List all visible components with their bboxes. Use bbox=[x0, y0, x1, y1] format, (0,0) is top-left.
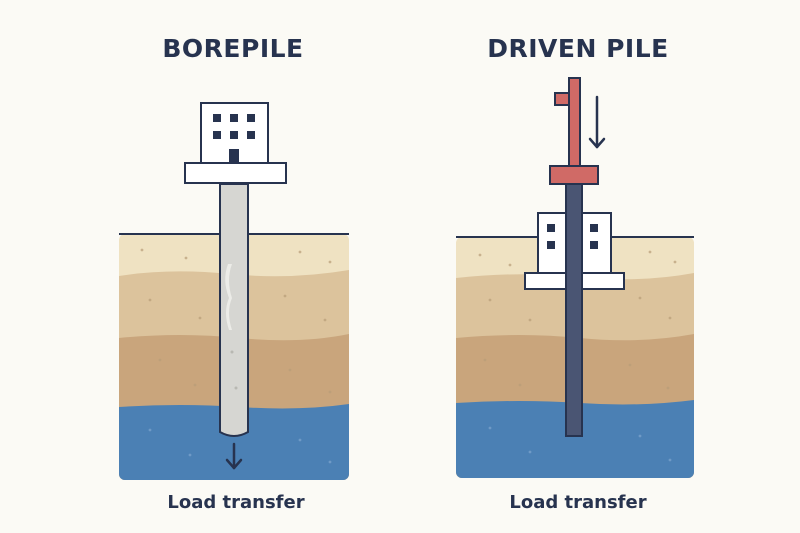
water-speckles bbox=[148, 428, 332, 464]
water-speckles bbox=[488, 426, 672, 462]
groundwater-layer bbox=[119, 404, 349, 480]
soil-speckles bbox=[478, 250, 677, 390]
driven-pile-title: DRIVEN PILE bbox=[487, 34, 669, 63]
borepile-title: BOREPILE bbox=[162, 34, 303, 63]
bored-concrete-pile bbox=[219, 183, 249, 437]
pile-cap-left bbox=[184, 162, 287, 184]
driven-steel-pile bbox=[565, 183, 583, 437]
borepile-panel: BOREPILE bbox=[119, 34, 349, 513]
down-arrow-icon bbox=[225, 442, 243, 470]
groundwater-layer bbox=[456, 400, 694, 478]
soil-speckles bbox=[140, 248, 332, 394]
driven-pile-caption: Load transfer bbox=[509, 492, 646, 513]
down-arrow-icon bbox=[588, 95, 606, 149]
pile-driving-hammer bbox=[549, 77, 599, 185]
driven-pile-panel: DRIVEN PILE bbox=[456, 34, 694, 513]
borepile-caption: Load transfer bbox=[167, 492, 304, 513]
building-icon bbox=[200, 102, 269, 164]
concrete-texture bbox=[225, 264, 232, 330]
